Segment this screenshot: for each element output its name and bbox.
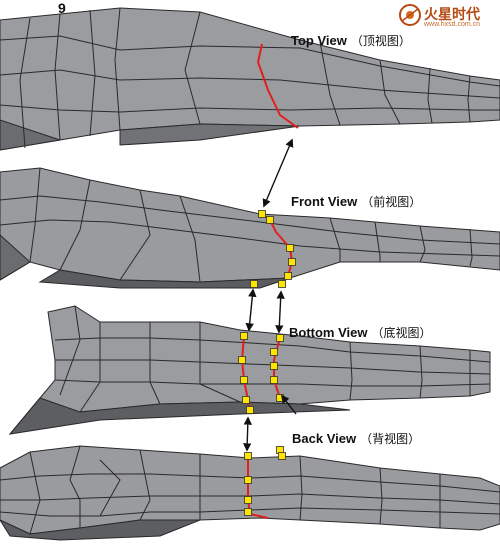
bottom-view-mesh <box>8 305 491 435</box>
label-top-view: Top View（顶视图） <box>291 32 411 49</box>
watermark-brand: 火星时代 <box>424 7 480 23</box>
alignment-arrows <box>243 138 297 452</box>
label-back-view-en: Back View <box>292 431 357 446</box>
label-front-view-en: Front View <box>291 194 358 209</box>
back-view-mesh <box>0 445 500 541</box>
step-number: 9 <box>58 0 66 16</box>
watermark: 火星时代 www.hxsd.com.cn <box>398 2 494 32</box>
label-front-view-cn: （前视图） <box>361 195 422 209</box>
label-back-view-cn: （背视图） <box>360 432 421 446</box>
label-bottom-view-en: Bottom View <box>289 325 368 340</box>
label-top-view-en: Top View <box>291 33 347 48</box>
label-top-view-cn: （顶视图） <box>350 34 411 48</box>
brand-logo-icon <box>399 4 421 26</box>
label-front-view: Front View（前视图） <box>291 193 421 210</box>
label-back-view: Back View（背视图） <box>292 430 420 447</box>
top-view-mesh <box>0 7 500 151</box>
front-view-mesh <box>0 167 500 289</box>
watermark-url: www.hxsd.com.cn <box>424 21 481 28</box>
label-bottom-view-cn: （底视图） <box>371 326 432 340</box>
label-bottom-view: Bottom View（底视图） <box>289 324 432 341</box>
